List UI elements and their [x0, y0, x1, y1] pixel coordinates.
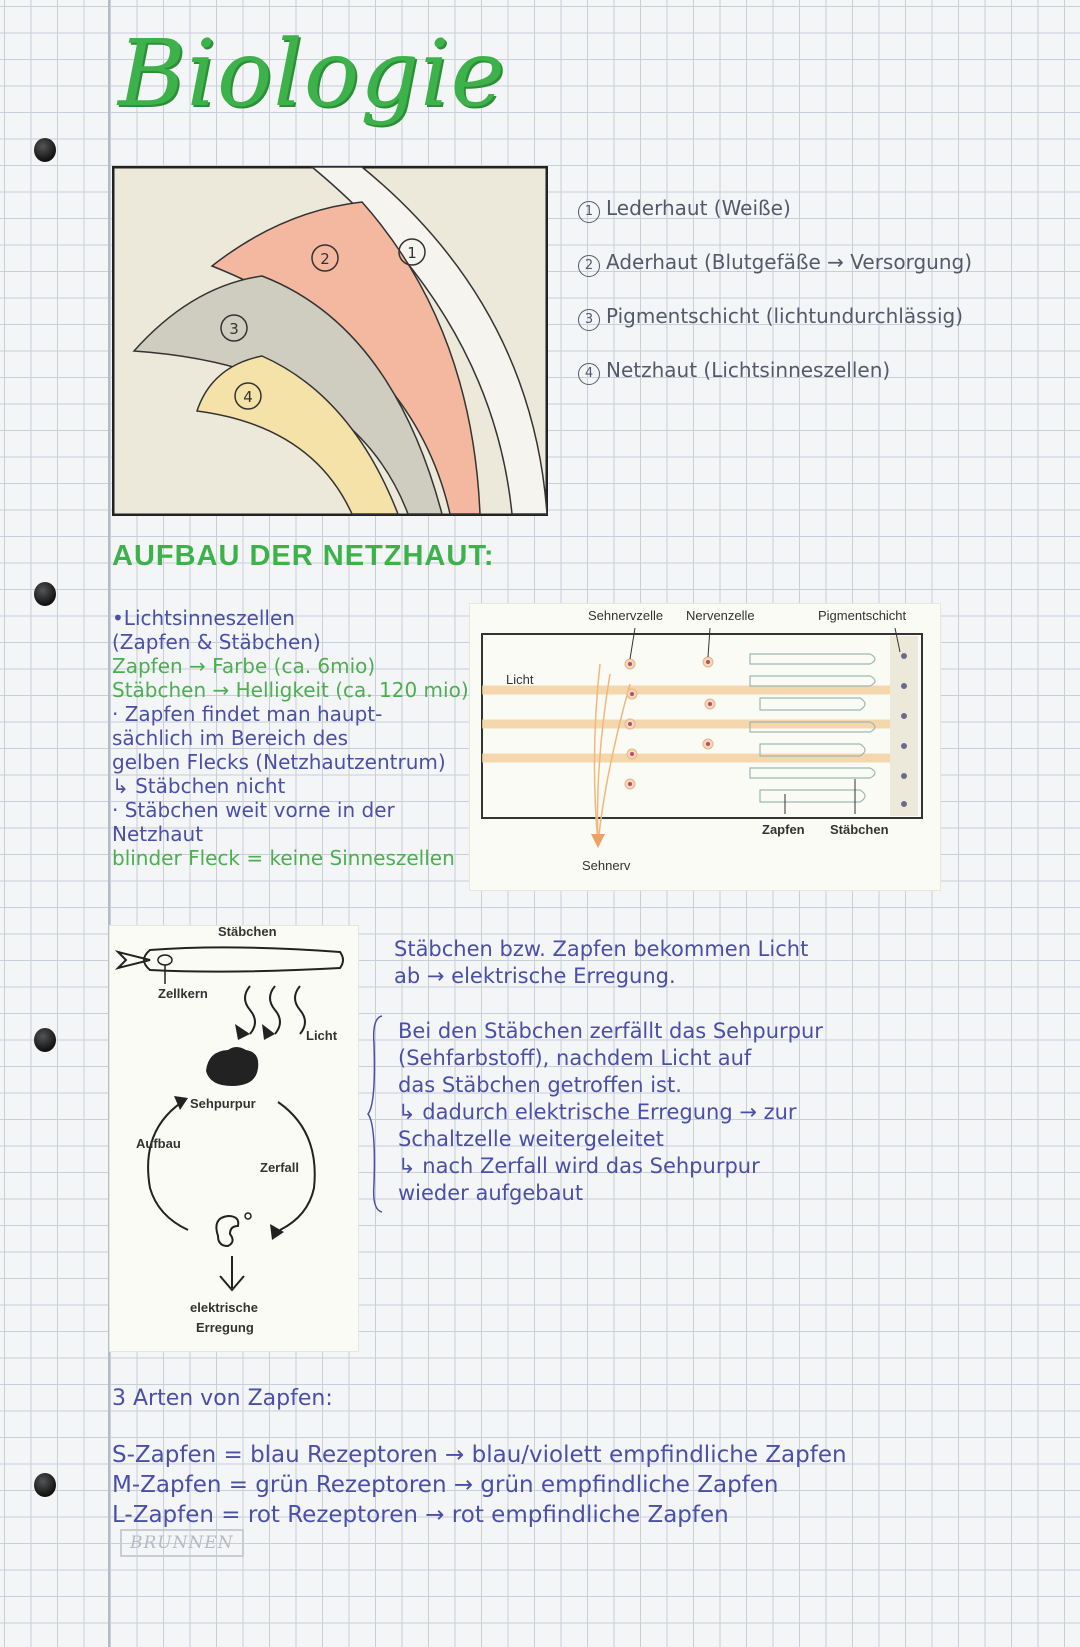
explanation-top: Stäbchen bzw. Zapfen bekommen Licht ab →… — [394, 936, 808, 990]
label-licht: Licht — [306, 1028, 338, 1043]
brace — [367, 1015, 383, 1213]
note-line: · Zapfen findet man haupt- — [112, 702, 383, 726]
label-staebchen: Stäbchen — [830, 822, 889, 837]
note-line: Stäbchen → Helligkeit (ca. 120 mio) — [112, 678, 469, 702]
label-zerfall: Zerfall — [260, 1160, 300, 1175]
text-line: (Sehfarbstoff), nachdem Licht auf — [398, 1046, 752, 1070]
text-line: das Stäbchen getroffen ist. — [398, 1073, 682, 1097]
text-line: ↳ dadurch elektrische Erregung → zur — [398, 1100, 797, 1124]
binder-hole — [34, 1473, 56, 1497]
note-line: (Zapfen & Stäbchen) — [112, 630, 321, 654]
zapfen-list: S-Zapfen = blau Rezeptoren → blau/violet… — [112, 1440, 847, 1530]
note-line: ↳ Stäbchen nicht — [112, 774, 286, 798]
label-licht: Licht — [506, 672, 534, 687]
section-heading: AUFBAU DER NETZHAUT: — [112, 540, 495, 572]
label-sehpurpur: Sehpurpur — [190, 1096, 256, 1111]
zapfen-item: L-Zapfen = rot Rezeptoren → rot empfindl… — [112, 1502, 729, 1528]
text-line: Stäbchen bzw. Zapfen bekommen Licht — [394, 937, 809, 961]
label-sehnerv: Sehnerv — [582, 858, 631, 873]
label-sehnervzelle: Sehnervzelle — [588, 608, 664, 623]
text-line: Bei den Stäbchen zerfällt das Sehpurpur — [398, 1019, 823, 1043]
layer-label: 3 — [229, 320, 239, 338]
zapfen-item: M-Zapfen = grün Rezeptoren → grün empfin… — [112, 1472, 779, 1498]
text-line: Schaltzelle weitergeleitet — [398, 1127, 664, 1151]
note-line: Netzhaut — [112, 822, 204, 846]
binder-hole — [34, 582, 56, 606]
label-zapfen: Zapfen — [762, 822, 805, 837]
zapfen-item: S-Zapfen = blau Rezeptoren → blau/violet… — [112, 1442, 847, 1468]
label-elektrische: elektrische — [190, 1300, 258, 1315]
note-line: sächlich im Bereich des — [112, 726, 349, 750]
text-line: wieder aufgebaut — [398, 1181, 584, 1205]
sehpurpur-cycle-diagram: Stäbchen Zellkern Licht Sehpurpur Aufbau… — [110, 924, 358, 1351]
note-line: Zapfen → Farbe (ca. 6mio) — [112, 654, 376, 678]
page-title: Biologie — [118, 20, 506, 127]
note-line: blinder Fleck = keine Sinneszellen — [112, 846, 455, 870]
zapfen-heading: 3 Arten von Zapfen: — [112, 1386, 333, 1411]
retina-diagram: Sehnervzelle Nervenzelle Pigmentschicht … — [470, 604, 940, 890]
label-erregung: Erregung — [196, 1320, 254, 1335]
label-aufbau: Aufbau — [136, 1136, 181, 1151]
layer-label: 4 — [243, 388, 253, 406]
label-zellkern: Zellkern — [158, 986, 208, 1001]
layer-label: 1 — [407, 244, 417, 262]
note-line: · Stäbchen weit vorne in der — [112, 798, 395, 822]
brand-logo: BRUNNEN — [120, 1529, 244, 1557]
label-pigmentschicht: Pigmentschicht — [818, 608, 907, 623]
binder-hole — [34, 138, 56, 162]
note-line: gelben Flecks (Netzhautzentrum) — [112, 750, 446, 774]
explanation-bottom: Bei den Stäbchen zerfällt das Sehpurpur … — [398, 1018, 823, 1207]
note-line: •Lichtsinneszellen — [112, 606, 295, 630]
binder-hole — [34, 1028, 56, 1052]
eye-layers-diagram: 2 1 3 4 — [112, 166, 548, 516]
label-nervenzelle: Nervenzelle — [686, 608, 755, 623]
text-line: ↳ nach Zerfall wird das Sehpurpur — [398, 1154, 760, 1178]
text-line: ab → elektrische Erregung. — [394, 964, 676, 988]
label-staebchen: Stäbchen — [218, 924, 277, 939]
netzhaut-notes: •Lichtsinneszellen (Zapfen & Stäbchen) Z… — [112, 606, 469, 870]
layer-label: 2 — [320, 250, 330, 268]
margin-line — [108, 0, 110, 1647]
